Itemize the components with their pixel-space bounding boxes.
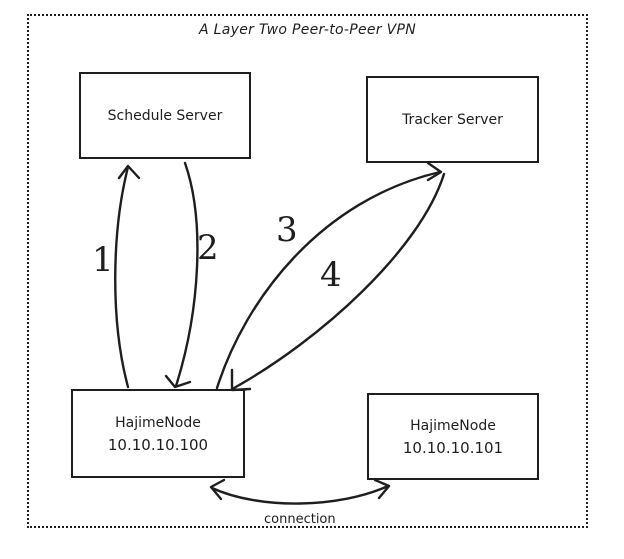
hajime-node-101[interactable]: HajimeNode 10.10.10.101 [367, 393, 539, 480]
hajime-node-100[interactable]: HajimeNode 10.10.10.100 [71, 389, 245, 478]
edge-4-label: 4 [320, 255, 342, 295]
diagram-title: A Layer Two Peer-to-Peer VPN [199, 22, 416, 38]
hajime-node-101-address: 10.10.10.101 [402, 438, 504, 457]
schedule-server-node[interactable]: Schedule Server [79, 72, 251, 159]
tracker-server-node[interactable]: Tracker Server [366, 76, 539, 163]
edge-1-label: 1 [92, 240, 114, 280]
diagram-frame [27, 14, 588, 528]
tracker-server-label: Tracker Server [402, 111, 503, 128]
edge-2-label: 2 [197, 228, 219, 268]
edge-3-label: 3 [276, 210, 298, 250]
hajime-node-100-address: 10.10.10.100 [107, 435, 209, 454]
hajime-node-101-name: HajimeNode [410, 417, 496, 434]
schedule-server-label: Schedule Server [107, 107, 223, 124]
hajime-node-100-name: HajimeNode [115, 414, 201, 431]
connection-label: connection [264, 512, 336, 527]
